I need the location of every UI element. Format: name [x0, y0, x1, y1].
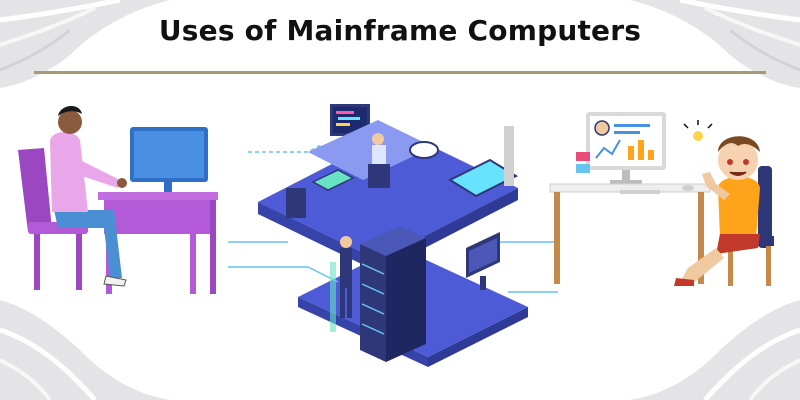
title-divider [34, 71, 766, 74]
marble-corner-bottom-left [0, 300, 170, 400]
marble-corner-top-left [0, 0, 170, 88]
child-at-computer-illustration [549, 112, 774, 286]
person-at-desk-illustration [18, 105, 218, 294]
marble-corner-top-right [630, 0, 800, 88]
marble-corner-bottom-right [630, 300, 800, 400]
page-title: Uses of Mainframe Computers [158, 14, 642, 47]
isometric-data-center-illustration [228, 104, 558, 367]
